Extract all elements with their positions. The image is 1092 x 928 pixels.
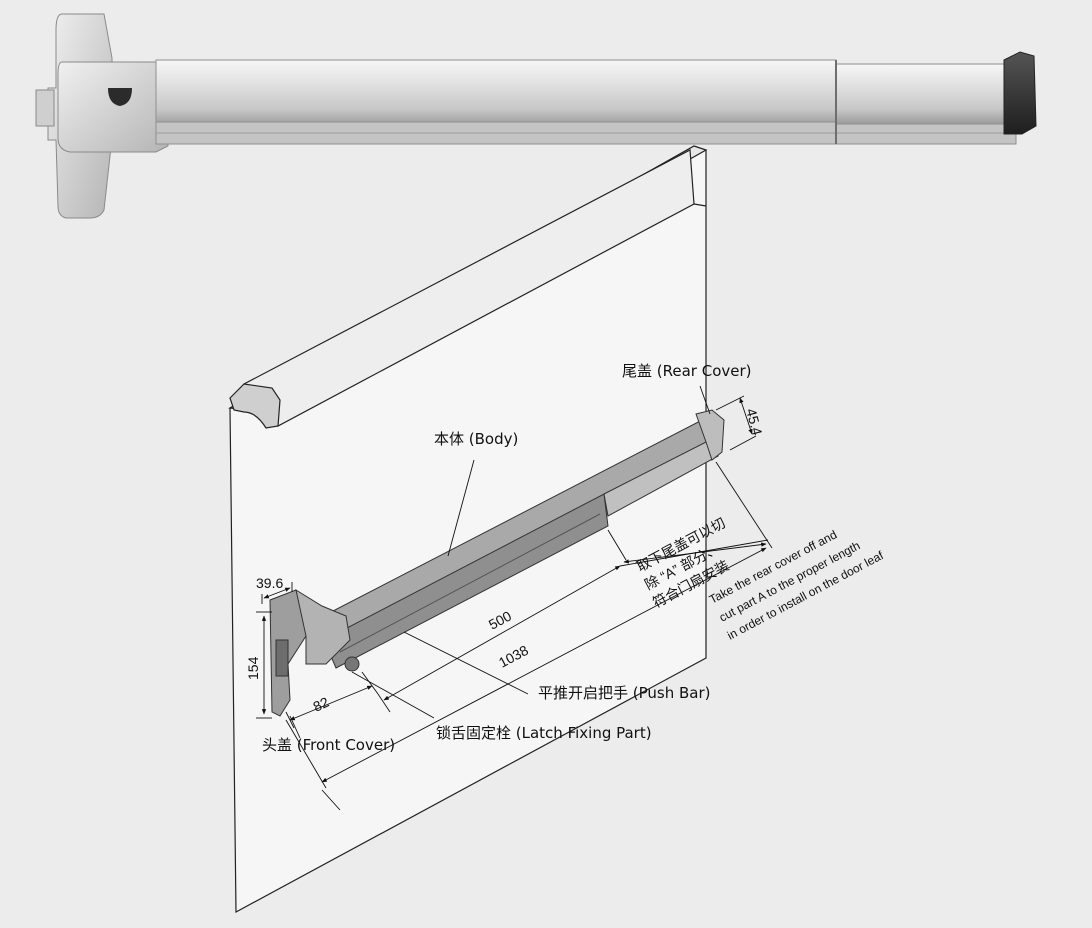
leader-rear-cover [699,385,711,415]
dimension-lines [256,385,773,811]
leader-body [447,459,475,557]
dim-latch-offset: 82 [311,694,332,715]
drawing-rear-cover [695,409,725,461]
keyhole-icon [108,88,132,106]
latch-bolt [35,89,55,127]
door-drawing [228,145,708,913]
leader-front-cover [289,715,301,739]
door-leaf [229,145,707,913]
dim-front-height: 154 [245,656,261,680]
label-body: 本体 (Body) [434,430,518,448]
head-housing [57,61,169,153]
frame-profile [229,383,281,429]
label-latch-fixing: 锁舌固定栓 (Latch Fixing Part) [436,724,652,742]
dim-front-depth: 39.6 [256,575,283,591]
product-photo [35,13,1037,219]
label-rear-cover: 尾盖 (Rear Cover) [622,362,752,380]
cut-section-a [835,63,1005,125]
drawing-latch-fixing [344,656,360,672]
rear-cap [1003,51,1037,135]
drawing-rear-section [603,441,719,517]
label-front-cover: 头盖 (Front Cover) [262,736,395,754]
dim-rear-height: 45.4 [743,407,766,438]
leader-door [321,789,341,811]
label-push-bar: 平推开启把手 (Push Bar) [538,684,711,702]
part-labels: 尾盖 (Rear Cover) 本体 (Body) 平推开启把手 (Push B… [262,362,752,754]
leader-push-bar [403,631,529,695]
leader-latch [351,671,435,719]
body-bar [155,59,837,127]
